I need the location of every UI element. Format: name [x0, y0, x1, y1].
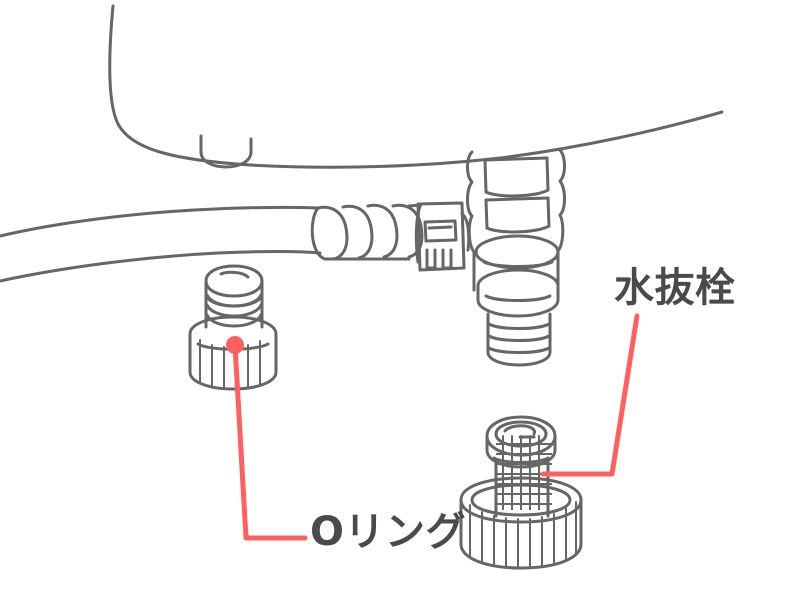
- supply-hose: [0, 205, 322, 283]
- corrugated-hose-section: [310, 203, 424, 261]
- threaded-plug-bolt: [188, 264, 278, 391]
- o-ring-leader-line: [232, 342, 308, 541]
- vertical-inlet-fitting: [460, 148, 566, 367]
- label-drain-plug: 水抜栓: [614, 265, 736, 311]
- appliance-body-outline: [108, 4, 724, 169]
- o-ring-marker-dot: [226, 336, 244, 354]
- drain-plug-leader-line: [540, 313, 640, 477]
- label-o-ring: Oリング: [310, 509, 467, 555]
- hose-clamp: [414, 201, 466, 272]
- drain-plug-assembly: [459, 415, 583, 570]
